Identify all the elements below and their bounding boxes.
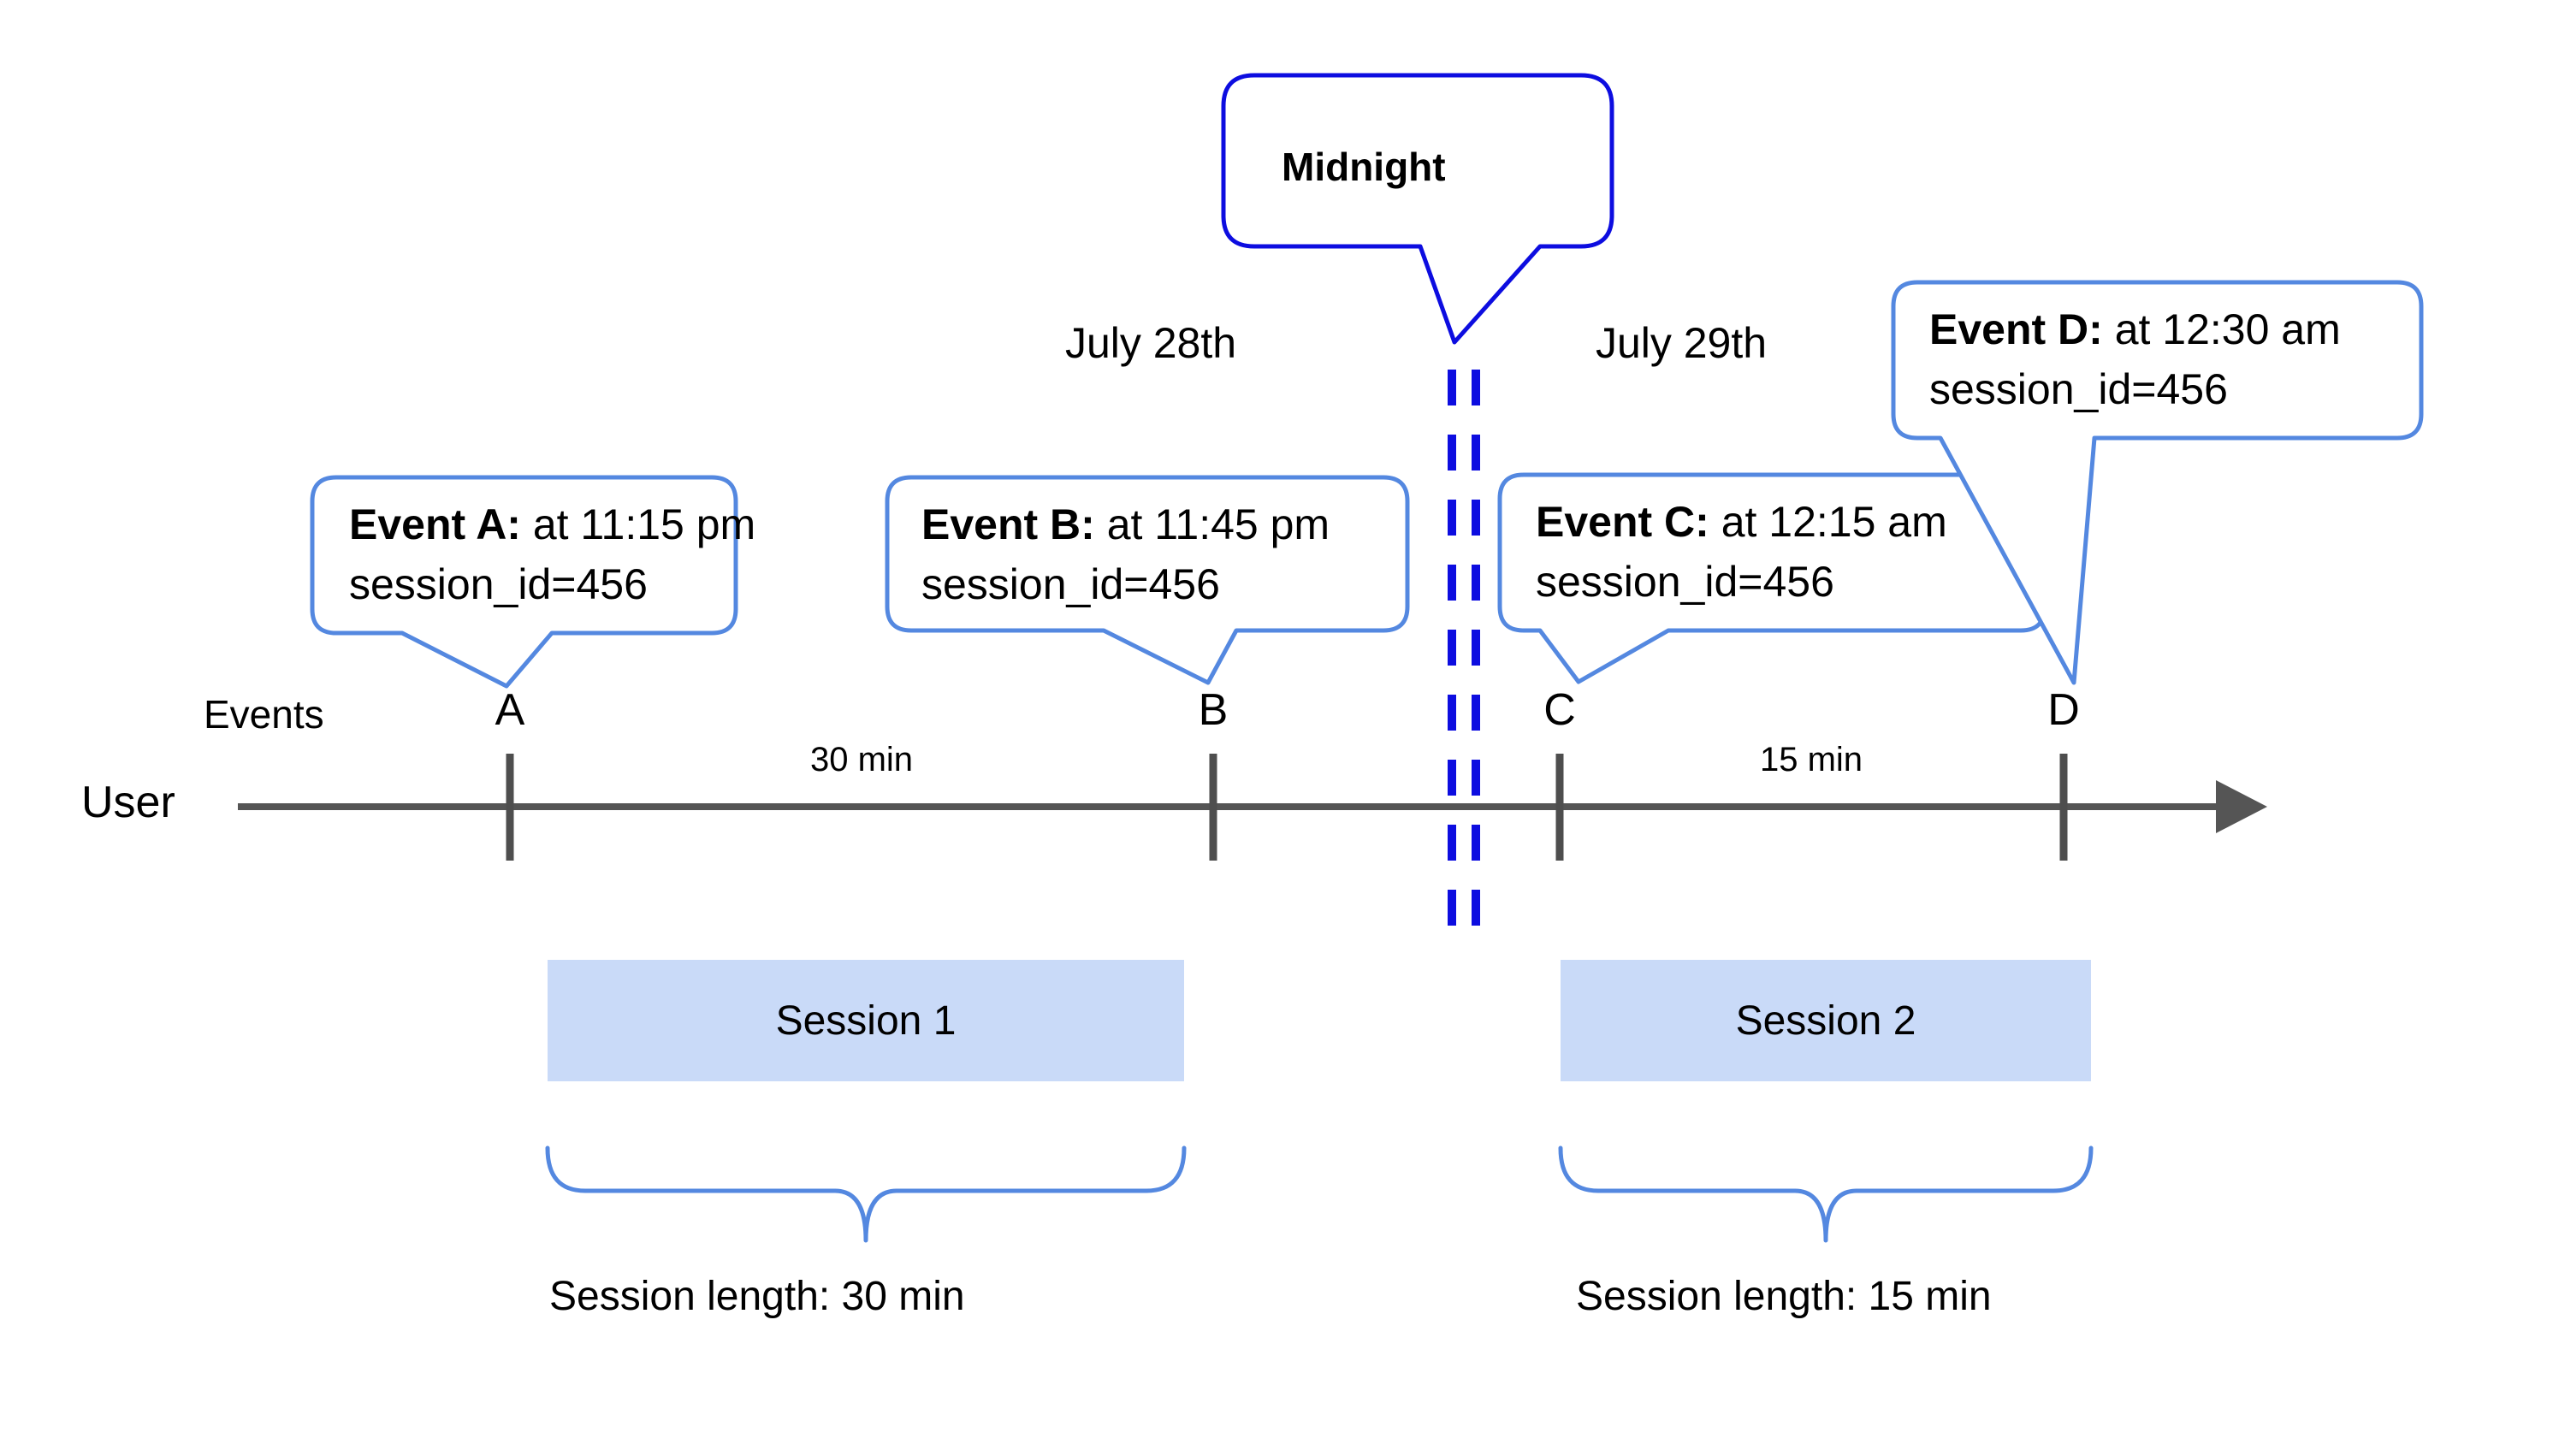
event-d-callout-bubble [1891, 280, 2424, 685]
event-letter-d: D [2047, 685, 2080, 735]
session-2-box: Session 2 [1561, 960, 2091, 1081]
event-c-time: at 12:15 am [1709, 498, 1947, 546]
events-axis-label: Events [204, 692, 324, 737]
event-a-callout-text: Event A: at 11:15 pm session_id=456 [349, 494, 755, 614]
event-b-line1: Event B: at 11:45 pm [921, 494, 1330, 554]
timeline-arrowhead-icon [2216, 780, 2267, 833]
session-2-length-label: Session length: 15 min [1576, 1274, 1992, 1319]
event-c-title: Event C: [1536, 498, 1709, 546]
midnight-label: Midnight [1282, 145, 1446, 189]
event-b-callout-bubble [885, 475, 1410, 685]
event-letter-c: C [1543, 685, 1576, 735]
interval-label-15min: 15 min [1759, 741, 1863, 778]
event-d-callout-text: Event D: at 12:30 am session_id=456 [1929, 299, 2341, 419]
session-2-brace [1558, 1145, 2094, 1243]
session-1-box: Session 1 [548, 960, 1184, 1081]
event-a-title: Event A: [349, 500, 521, 548]
event-c-callout-text: Event C: at 12:15 am session_id=456 [1536, 492, 1947, 612]
session-2-label: Session 2 [1735, 997, 1916, 1044]
event-c-session-id: session_id=456 [1536, 558, 1834, 606]
event-b-session-id: session_id=456 [921, 560, 1220, 608]
midnight-callout-bubble [1221, 73, 1614, 345]
session-1-label: Session 1 [775, 997, 957, 1044]
event-a-callout-bubble [310, 475, 738, 689]
event-d-time: at 12:30 am [2102, 305, 2341, 353]
interval-label-30min: 30 min [809, 741, 914, 778]
event-letter-a: A [495, 685, 525, 735]
event-a-time: at 11:15 pm [520, 500, 756, 548]
session-1-length-label: Session length: 30 min [549, 1274, 965, 1319]
event-d-title: Event D: [1929, 305, 2103, 353]
event-d-session-id: session_id=456 [1929, 365, 2228, 413]
event-d-line1: Event D: at 12:30 am [1929, 299, 2341, 359]
event-a-line1: Event A: at 11:15 pm [349, 494, 755, 554]
event-letter-b: B [1198, 685, 1229, 735]
event-b-time: at 11:45 pm [1094, 500, 1330, 548]
event-b-title: Event B: [921, 500, 1095, 548]
user-axis-label: User [81, 778, 175, 827]
event-c-line1: Event C: at 12:15 am [1536, 492, 1947, 552]
event-a-session-id: session_id=456 [349, 560, 648, 608]
event-b-callout-text: Event B: at 11:45 pm session_id=456 [921, 494, 1330, 614]
date-label-july-29: July 29th [1595, 319, 1768, 367]
date-label-july-28: July 28th [1064, 319, 1237, 367]
session-1-brace [545, 1145, 1187, 1243]
